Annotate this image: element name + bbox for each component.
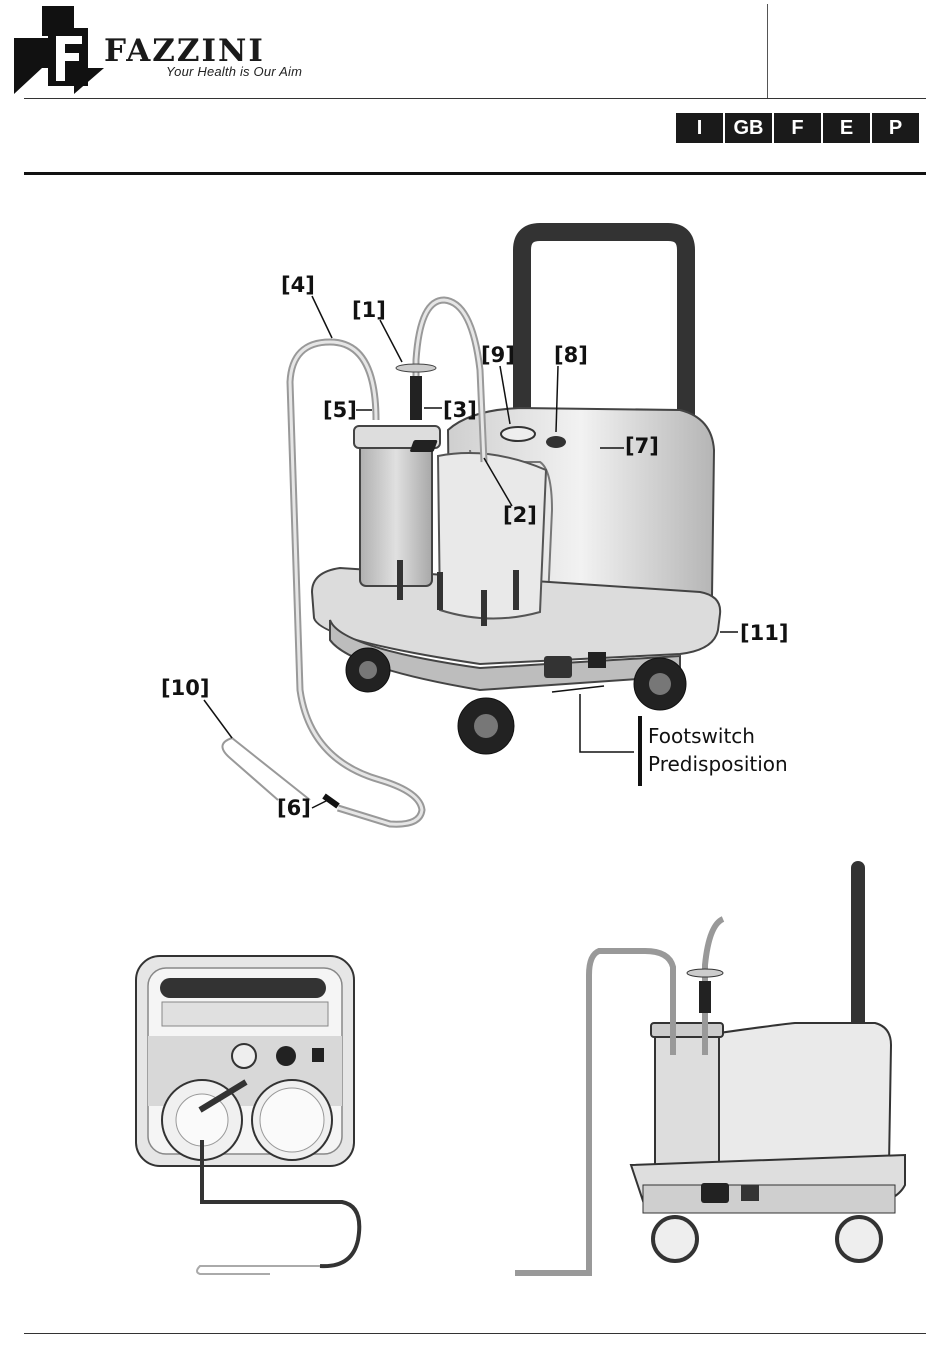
brand-logo-mark	[14, 6, 109, 98]
suction-unit-side-view	[495, 855, 915, 1280]
footswitch-note: Footswitch Predisposition	[648, 722, 788, 778]
callout-11: [11]	[740, 621, 788, 645]
lang-tab-e[interactable]: E	[823, 113, 870, 143]
callout-10: [10]	[161, 676, 209, 700]
callout-4: [4]	[281, 273, 315, 297]
callout-5: [5]	[323, 398, 357, 422]
callout-8: [8]	[554, 343, 588, 367]
callout-2: [2]	[503, 503, 537, 527]
language-selector: I GB F E P	[676, 113, 919, 143]
header-thin-rule	[24, 98, 926, 99]
lang-tab-i[interactable]: I	[676, 113, 723, 143]
callout-6: [6]	[277, 796, 311, 820]
callout-7: [7]	[625, 434, 659, 458]
brand-tagline: Your Health is Our Aim	[166, 64, 302, 79]
callout-1: [1]	[352, 298, 386, 322]
lang-tab-gb[interactable]: GB	[725, 113, 772, 143]
callout-3: [3]	[443, 398, 477, 422]
footswitch-line-2: Predisposition	[648, 750, 788, 778]
lang-tab-f[interactable]: F	[774, 113, 821, 143]
lang-tab-p[interactable]: P	[872, 113, 919, 143]
suction-unit-main-illustration	[0, 180, 950, 840]
suction-unit-front-view	[120, 950, 370, 1280]
footer-rule	[24, 1333, 926, 1334]
footswitch-line-1: Footswitch	[648, 722, 788, 750]
callout-9: [9]	[481, 343, 515, 367]
header-thick-rule	[24, 172, 926, 175]
header-vertical-divider	[767, 4, 768, 98]
